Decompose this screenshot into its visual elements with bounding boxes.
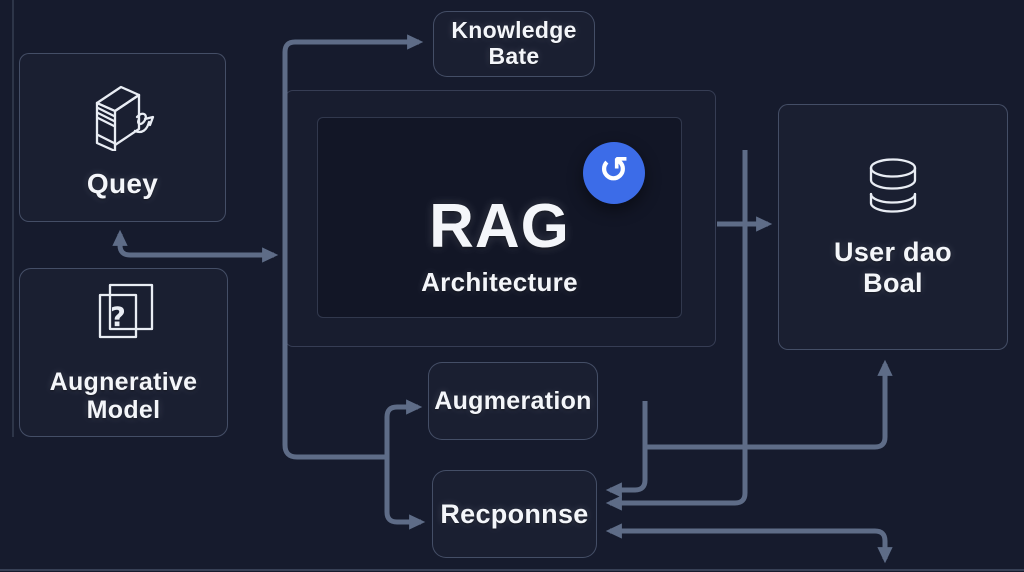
user-data-label-line1: User dao (834, 237, 952, 268)
augmentation-label: Augmeration (434, 387, 592, 415)
knowledge-base-node: Knowledge Bate (433, 11, 595, 77)
server-book-icon (81, 75, 165, 158)
generative-model-label-line1: Augnerative (49, 368, 198, 396)
connector-rail-to-user-data-bottom (645, 359, 893, 450)
query-label: Quey (86, 168, 159, 200)
knowledge-base-label-line1: Knowledge (451, 17, 577, 44)
rotate-badge: ↺ (583, 142, 645, 204)
user-data-label-line2: Boal (863, 267, 923, 298)
generative-model-node: ? Augnerative Model (19, 268, 228, 437)
response-node: Recponnse (432, 470, 597, 558)
augmentation-node: Augmeration (428, 362, 598, 440)
connector-left-rail-bottom-elbow (282, 444, 387, 460)
generative-model-label-line2: Model (86, 396, 161, 424)
rag-subtitle: Architecture (421, 267, 578, 297)
connector-augmentation-rail-to-response (605, 401, 648, 498)
rag-title: RAG (429, 192, 570, 261)
knowledge-base-label-line2: Bate (488, 43, 540, 69)
rotate-icon: ↺ (598, 150, 630, 191)
question-mark-glyph: ? (110, 302, 126, 333)
database-icon (857, 156, 929, 227)
connector-query-elbow (112, 229, 279, 263)
connector-response-to-bottom-exit (605, 523, 893, 564)
query-node: Quey (19, 53, 226, 222)
user-data-node: User dao Boal (778, 104, 1008, 350)
connector-branch-to-augmentation (384, 399, 423, 457)
response-label: Recponnse (440, 498, 589, 529)
overlapping-squares-question-icon: ? (86, 281, 162, 358)
connector-branch-to-response (384, 457, 426, 530)
